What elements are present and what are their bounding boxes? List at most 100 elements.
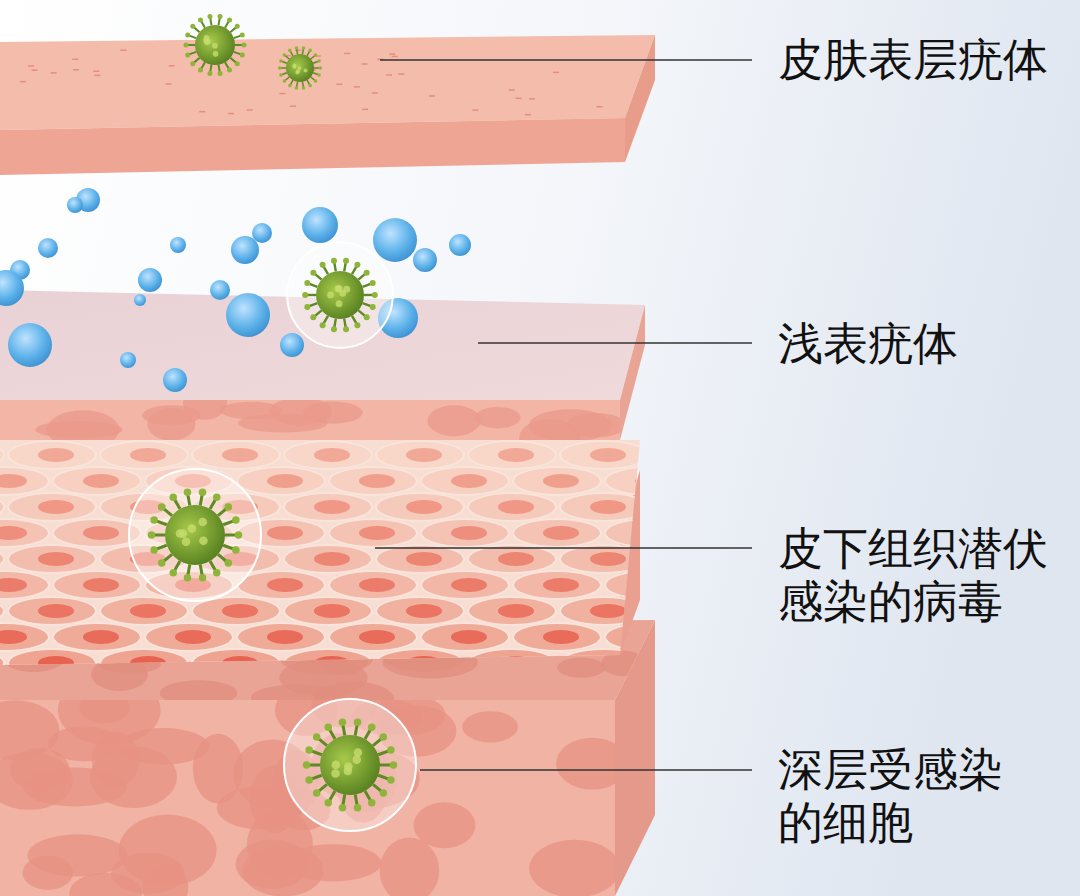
cell: [0, 623, 49, 651]
cell-nucleus: [498, 448, 534, 462]
cell-nucleus: [498, 656, 534, 670]
tissue-blob: [414, 802, 476, 848]
skin-speck: [228, 113, 234, 115]
virus-spike-tip: [314, 53, 318, 57]
virus: [129, 469, 261, 601]
cell-nucleus: [267, 526, 303, 540]
callout-label: 浅表疣体: [778, 317, 1068, 370]
cell: [145, 623, 233, 651]
virus-spike-tip: [232, 546, 240, 554]
virus-spike-tip: [235, 531, 243, 539]
cell-nucleus: [314, 448, 350, 462]
tissue-blob: [23, 856, 74, 890]
virus-spot: [327, 291, 334, 298]
cell: [237, 571, 325, 599]
water-droplet: [8, 323, 52, 367]
virus-spot: [199, 537, 208, 546]
virus-spike-tip: [288, 49, 292, 53]
virus-spike-tip: [319, 66, 323, 70]
cell-nucleus: [590, 604, 626, 618]
surface-top: [0, 35, 655, 130]
cell: [237, 623, 325, 651]
tissue-blob: [220, 402, 282, 420]
leader-line: [420, 769, 752, 771]
skin-speck: [28, 65, 34, 67]
virus-spike-tip: [320, 322, 326, 328]
skin-speck: [32, 69, 38, 71]
virus-bubble: [287, 242, 393, 348]
virus-spot: [212, 43, 218, 49]
virus-spike-tip: [198, 68, 203, 73]
water-droplet: [138, 268, 162, 292]
virus-spike-tip: [198, 17, 203, 22]
skin-speck: [72, 58, 78, 60]
cell-nucleus: [222, 604, 258, 618]
skin-speck: [529, 98, 535, 100]
deep-front: [0, 700, 615, 896]
cell: [560, 493, 648, 521]
virus-spot: [354, 748, 363, 757]
cell: [468, 597, 556, 625]
skin-speck: [362, 109, 368, 111]
virus-spike-tip: [308, 49, 312, 53]
cell: [8, 493, 96, 521]
tissue-blob: [92, 732, 139, 788]
cell-nucleus: [38, 500, 74, 514]
cell-nucleus: [451, 474, 487, 488]
skin-speck: [20, 81, 26, 83]
deep-side: [615, 620, 655, 896]
water-droplet: [163, 368, 187, 392]
cell-nucleus: [314, 552, 350, 566]
virus-spike-tip: [354, 322, 360, 328]
cell: [468, 441, 556, 469]
cell-nucleus: [222, 656, 258, 670]
virus-spike-tip: [158, 559, 166, 567]
cell: [0, 571, 49, 599]
virus-spike-tip: [184, 488, 192, 496]
virus-spot: [198, 518, 207, 527]
cell-nucleus: [314, 604, 350, 618]
virus-spike-tip: [364, 314, 370, 320]
cell: [53, 519, 141, 547]
cell: [8, 649, 96, 677]
cell-nucleus: [543, 630, 579, 644]
cell-nucleus: [222, 448, 258, 462]
skin-speck: [362, 63, 368, 65]
virus-spike-tip: [225, 559, 233, 567]
cell-nucleus: [83, 578, 119, 592]
cell: [468, 649, 556, 677]
virus-spike-tip: [302, 292, 308, 298]
cell-nucleus: [38, 552, 74, 566]
cell: [560, 597, 648, 625]
virus-spot: [292, 65, 296, 69]
cell-nucleus: [590, 552, 626, 566]
virus-spike-tip: [368, 799, 376, 807]
cell: [100, 649, 188, 677]
virus-body: [195, 25, 235, 65]
virus-spike-tip: [150, 546, 158, 554]
virus-spike-tip: [184, 574, 192, 582]
virus-spike-tip: [380, 789, 388, 797]
virus-spike-tip: [185, 33, 190, 38]
tissue-blob: [247, 810, 313, 880]
skin-speck: [169, 65, 175, 67]
cell: [513, 519, 601, 547]
skin-speck: [93, 70, 99, 72]
cell: [284, 493, 372, 521]
virus-spot: [339, 290, 346, 297]
virus-spike-tip: [170, 569, 178, 577]
cell: [560, 441, 648, 469]
cell-layer: [0, 440, 693, 677]
virus-spike-tip: [313, 789, 321, 797]
water-droplet: [120, 352, 136, 368]
cell: [421, 467, 509, 495]
cell: [53, 623, 141, 651]
cell-nucleus: [498, 604, 534, 618]
virus-spike-tip: [308, 84, 312, 88]
virus-spike-tip: [390, 761, 398, 769]
virus-spot: [176, 529, 185, 538]
skin-speck: [509, 89, 515, 91]
virus-spike-tip: [235, 61, 240, 66]
virus-spike-tip: [331, 326, 337, 332]
skin-speck: [516, 98, 522, 100]
